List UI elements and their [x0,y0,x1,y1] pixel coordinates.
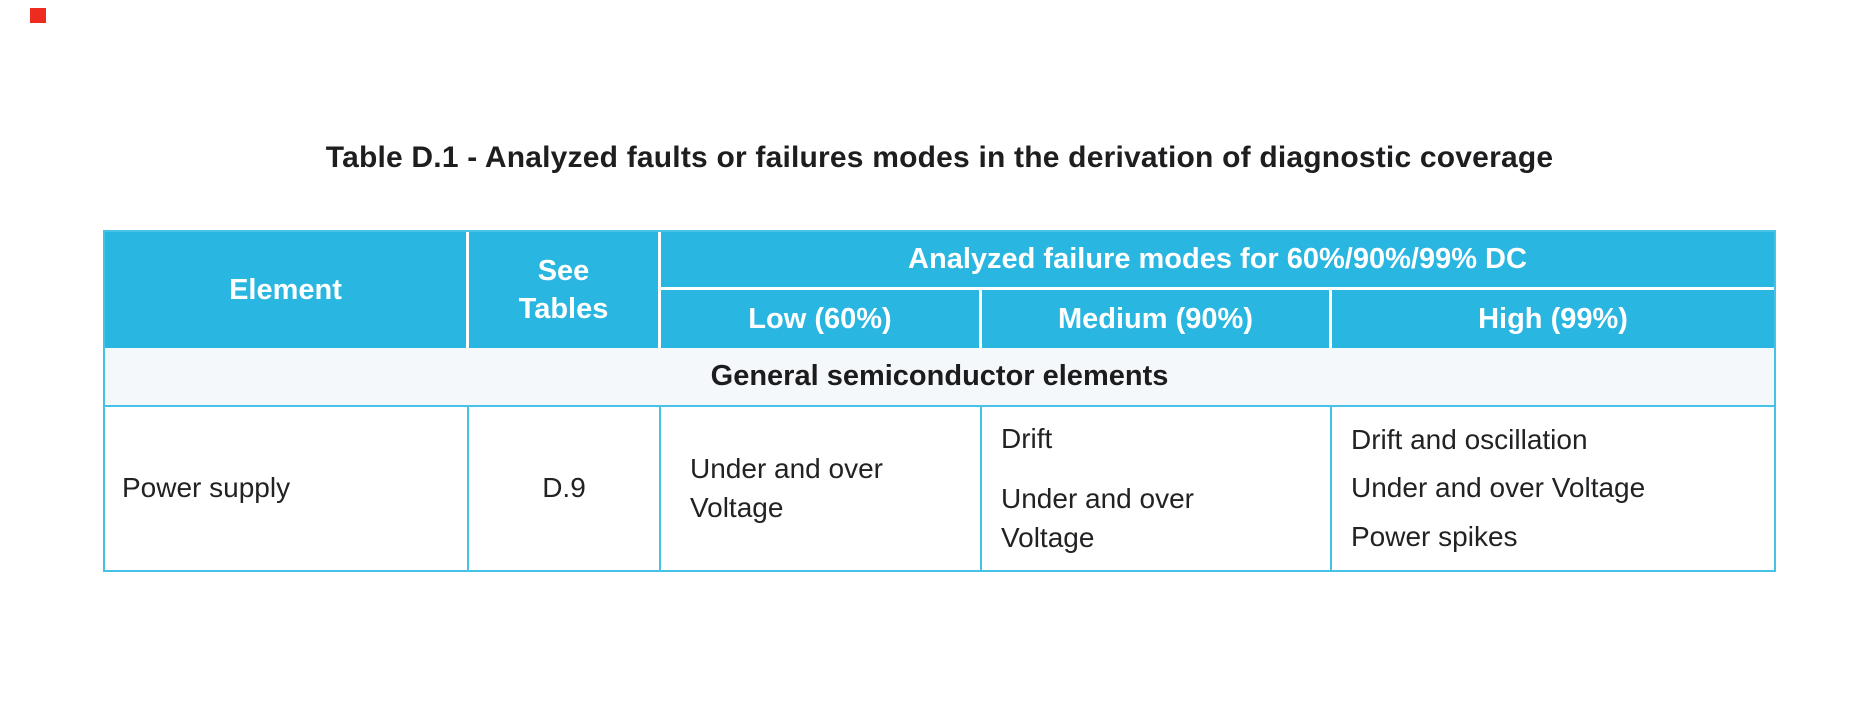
body-cell-medium: Drift Under and over Voltage [982,407,1332,570]
header-label-low: Low (60%) [748,302,892,335]
section-label: General semiconductor elements [710,360,1169,392]
header-cell-medium: Medium (90%) [982,290,1332,348]
header-label-element: Element [229,273,342,306]
body-cell-see-tables: D.9 [469,407,661,570]
cell-text: Under and over Voltage [1351,472,1646,504]
body-cell-low: Under and over Voltage [661,407,982,570]
header-label-analyzed-failure-modes: Analyzed failure modes for 60%/90%/99% D… [908,243,1527,276]
cell-text: Power spikes [1351,520,1518,552]
section-row-general-semiconductor: General semiconductor elements [105,348,1774,407]
header-cell-low: Low (60%) [661,290,982,348]
header-label-see-tables: See Tables [518,254,609,325]
header-cell-element: Element [105,232,469,348]
header-label-medium: Medium (90%) [1058,302,1253,335]
cell-text: Drift and oscillation [1351,423,1588,455]
cell-text: Drift [1001,422,1053,454]
cell-text: D.9 [542,472,586,504]
header-cell-analyzed-failure-modes: Analyzed failure modes for 60%/90%/99% D… [661,232,1774,290]
cell-text: Under and over Voltage [690,452,884,523]
cell-text: Power supply [122,472,291,504]
diagnostic-coverage-table: Element See Tables Analyzed failure mode… [103,230,1776,572]
body-cell-high: Drift and oscillation Under and over Vol… [1332,407,1774,570]
header-cell-high: High (99%) [1332,290,1774,348]
header-cell-see-tables: See Tables [469,232,661,348]
red-marker [30,8,46,23]
cell-text: Under and over Voltage [1001,483,1195,553]
table-caption: Table D.1 - Analyzed faults or failures … [325,141,1554,174]
body-cell-element: Power supply [105,407,469,570]
header-label-high: High (99%) [1478,302,1628,335]
